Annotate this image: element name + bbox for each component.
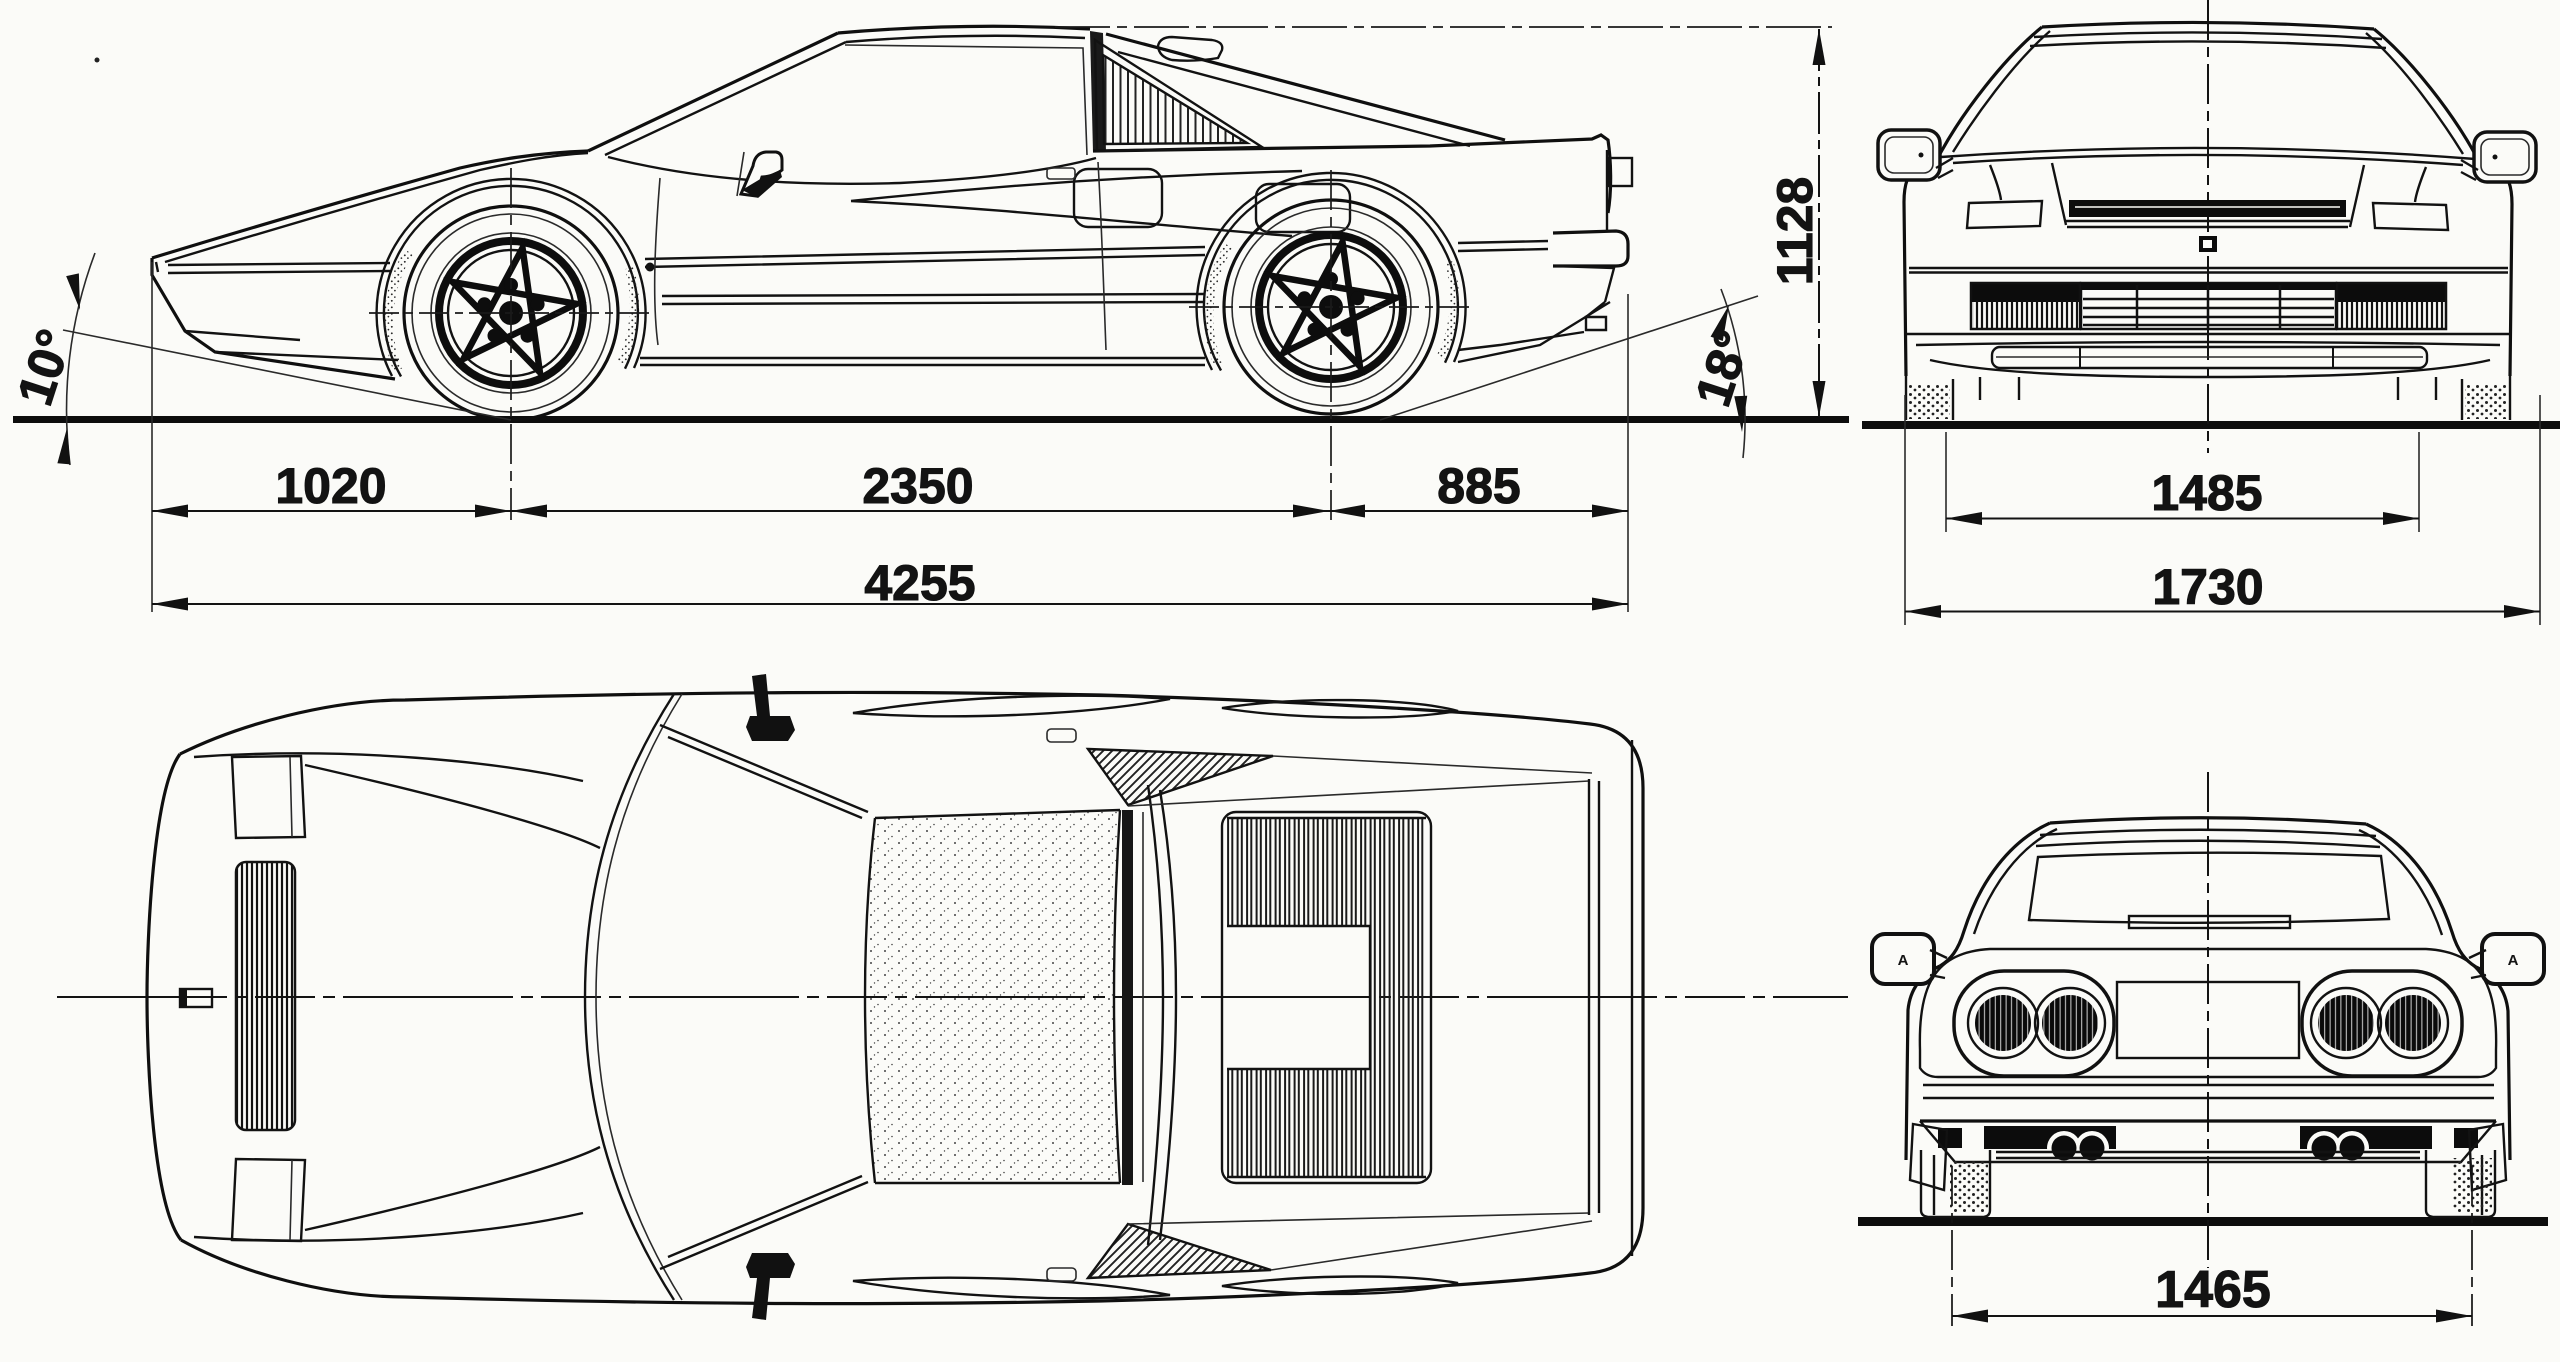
svg-text:A: A [1898, 952, 1909, 969]
svg-text:1730: 1730 [2152, 559, 2263, 615]
svg-text:885: 885 [1437, 458, 1520, 514]
svg-text:1020: 1020 [275, 458, 386, 514]
svg-text:1465: 1465 [2155, 1261, 2271, 1319]
svg-text:1128: 1128 [1767, 177, 1823, 285]
svg-text:1485: 1485 [2151, 465, 2262, 521]
svg-text:4255: 4255 [864, 555, 975, 611]
svg-text:A: A [2508, 952, 2519, 969]
svg-text:2350: 2350 [862, 458, 973, 514]
